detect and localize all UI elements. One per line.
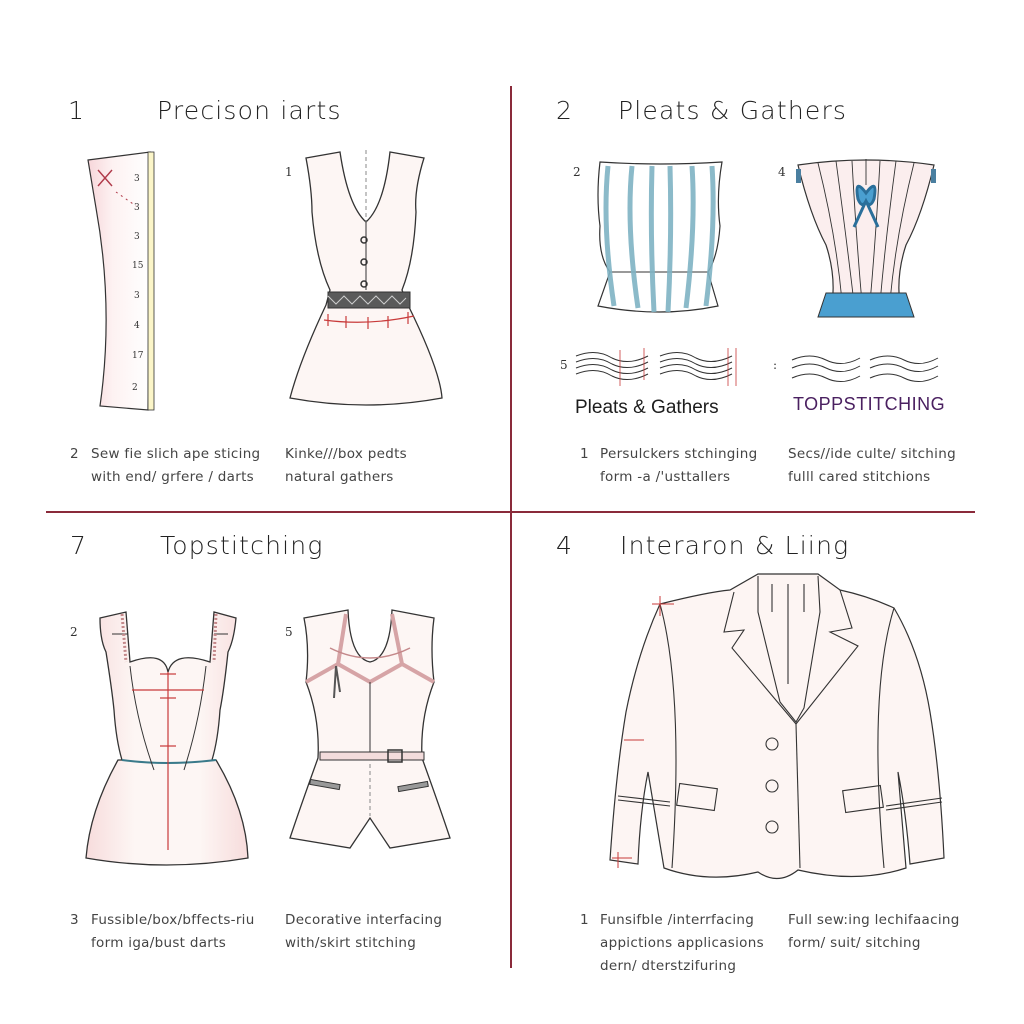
caption-line: natural gathers (285, 469, 394, 485)
ruler-mark: 15 (132, 261, 144, 271)
figure-label: 5 (285, 625, 293, 639)
caption-line: form/ suit/ sitching (788, 935, 921, 951)
figure-label: 2 (573, 165, 581, 179)
pattern-piece-illustration: 3 3 3 15 3 4 17 2 (87, 151, 155, 411)
tailored-blazer-illustration (609, 573, 945, 880)
topstitch-stitch-sample (791, 355, 939, 382)
panel-title: Precison iarts (157, 96, 342, 125)
panel-number: 1 (68, 96, 85, 125)
ruler-mark: 3 (134, 203, 140, 213)
caption-line: Fussible/box/bffects-riu (91, 912, 255, 928)
caption-line: Persulckers stchinging (600, 446, 758, 462)
panel-title: Pleats & Gathers (618, 96, 848, 125)
figure-label: 1 (285, 165, 293, 179)
caption-line: Decorative interfacing (285, 912, 443, 928)
caption-line: with end/ grfere / darts (91, 469, 254, 485)
bow-corset-top-illustration (796, 159, 936, 318)
figure-label: 2 (70, 625, 78, 639)
caption-line: Funsifble /interrfacing (600, 912, 755, 928)
panel-number: 4 (556, 531, 573, 560)
caption-number: 1 (580, 912, 589, 928)
belted-romper-illustration (289, 609, 451, 849)
horizontal-divider (46, 511, 975, 513)
stitch-sample-label: : (773, 358, 778, 372)
ruler-mark: 3 (134, 174, 140, 184)
stitch-sample-label: 5 (560, 358, 568, 372)
figure-label: 4 (778, 165, 786, 179)
caption-line: Sew fie slich ape sticing (91, 446, 261, 462)
panel-title: Interaron & Liing (620, 531, 850, 560)
ruler-mark: 3 (134, 291, 140, 301)
panel-number: 7 (70, 531, 87, 560)
caption-line: with/skirt stitching (285, 935, 417, 951)
caption-line: fulll cared stitchions (788, 469, 931, 485)
ruler-mark: 17 (132, 351, 144, 361)
pleats-gathers-label: Pleats & Gathers (575, 397, 719, 418)
caption-line: form -a /'usttallers (600, 469, 731, 485)
sleeveless-dress-illustration (289, 150, 443, 406)
panel-number: 2 (556, 96, 573, 125)
caption-line: Kinke///box pedts (285, 446, 408, 462)
ruler-mark: 3 (134, 232, 140, 242)
sweetheart-peplum-top-illustration (85, 611, 249, 866)
caption-number: 3 (70, 912, 79, 928)
striped-gathered-top-illustration (597, 161, 723, 313)
pleats-stitch-sample (575, 348, 737, 386)
caption-line: dern/ dterstzifuring (600, 958, 737, 974)
caption-line: appictions applicasions (600, 935, 764, 951)
caption-number: 1 (580, 446, 589, 462)
caption-number: 2 (70, 446, 79, 462)
panel-title: Topstitching (160, 531, 324, 560)
ruler-mark: 2 (132, 383, 138, 393)
topstitching-label: TOPPSTITCHING (793, 394, 946, 414)
caption-line: form iga/bust darts (91, 935, 227, 951)
ruler-mark: 4 (134, 321, 140, 331)
caption-line: Secs//ide culte/ sitching (788, 446, 956, 462)
vertical-divider (510, 86, 512, 968)
caption-line: Full sew:ing lechifaacing (788, 912, 960, 928)
